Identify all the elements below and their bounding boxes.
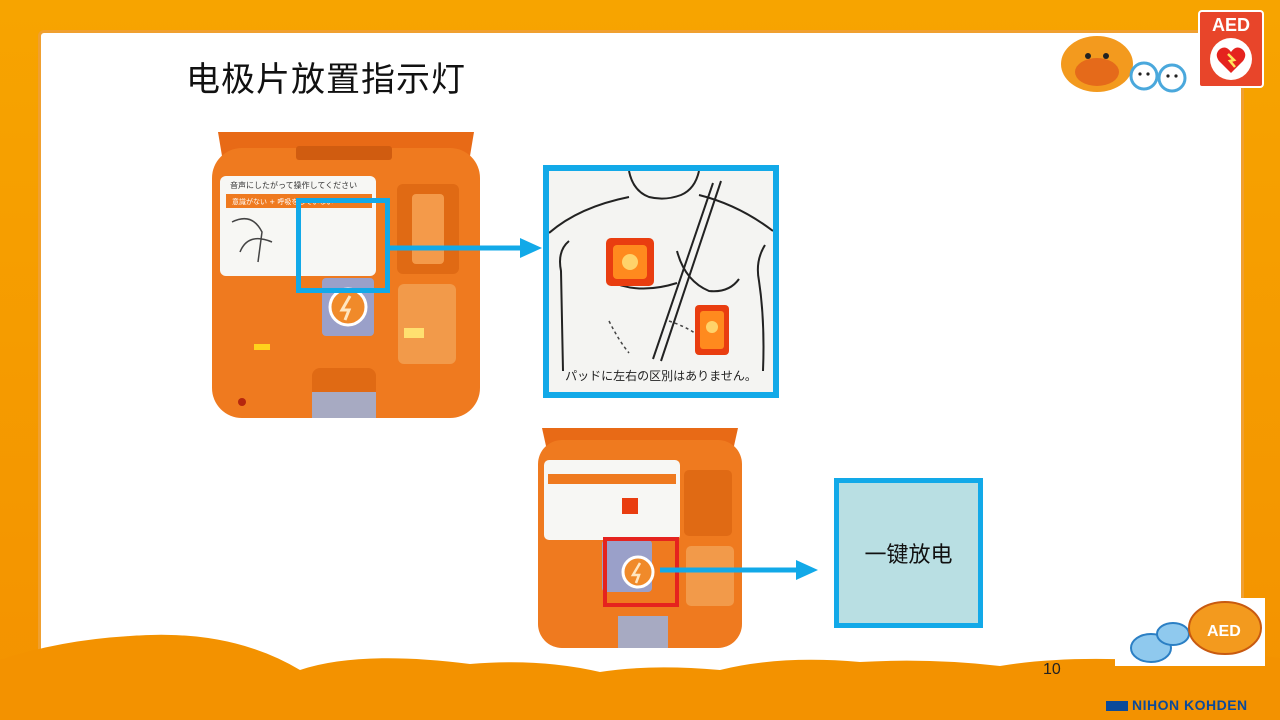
zoom-caption: パッドに左右の区別はありません。 xyxy=(565,369,757,383)
mascot-bottom: AED xyxy=(1115,598,1265,666)
aed-logo-text: AED xyxy=(1211,15,1250,35)
footer-logo-text: NIHON KOHDEN xyxy=(1132,697,1248,713)
mascot-aed-text: AED xyxy=(1207,623,1241,640)
cloud-decoration xyxy=(0,634,1280,720)
heart-icon xyxy=(1210,38,1252,80)
footer-logo-mark xyxy=(1106,701,1128,712)
mascot-top-icon xyxy=(1061,36,1187,93)
aed-device-photo: 音声にしたがって操作してください 意識がない + 呼吸をしていない xyxy=(212,132,480,418)
one-key-shock-label: 一键放电 xyxy=(834,478,983,628)
pad-indicator-zoom: パッドに左右の区別はありません。 xyxy=(543,165,779,398)
instruction-header: 音声にしたがって操作してください xyxy=(230,180,357,190)
aed-logo: AED xyxy=(1198,10,1264,88)
shock-button-highlight xyxy=(603,537,679,607)
page-title: 电极片放置指示灯 xyxy=(186,60,466,100)
pad-indicator-highlight xyxy=(296,198,390,293)
step-text: 意識がない + 呼吸をしていない xyxy=(232,197,333,206)
nihon-kohden-logo: NIHON KOHDEN xyxy=(1106,697,1248,713)
aed-device-photo-shock xyxy=(538,428,742,648)
page-number: 10 xyxy=(1043,661,1061,678)
